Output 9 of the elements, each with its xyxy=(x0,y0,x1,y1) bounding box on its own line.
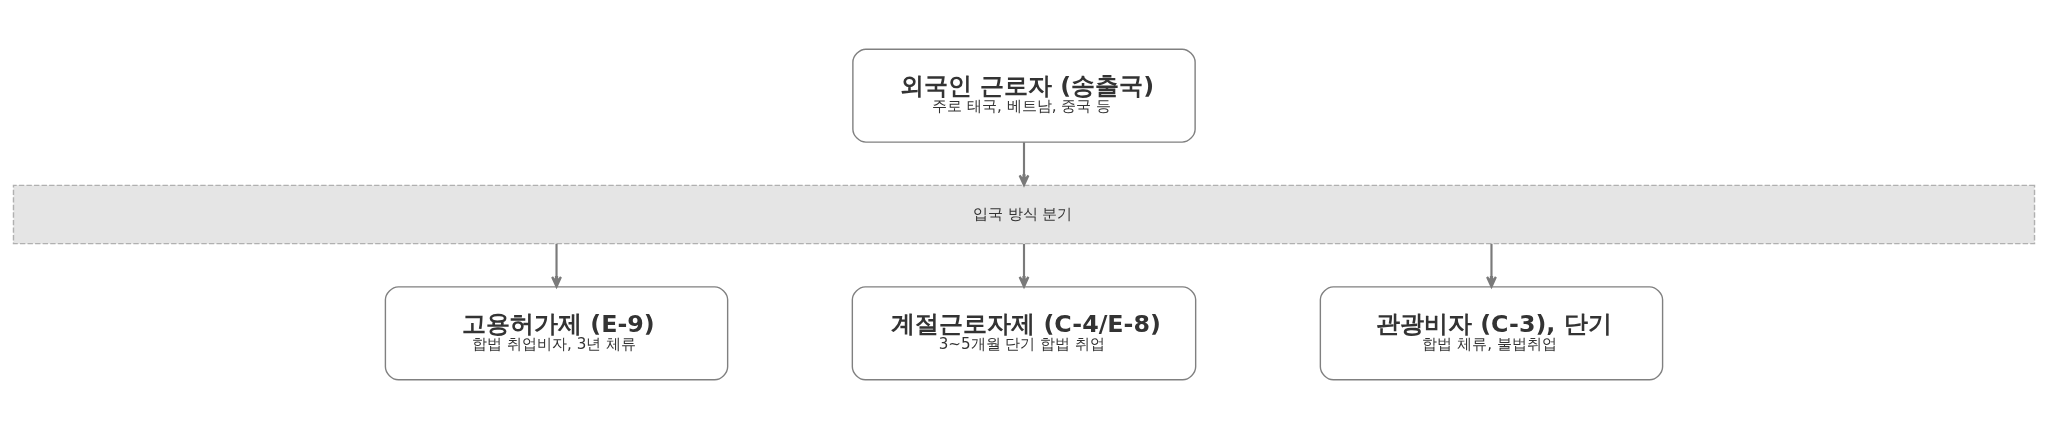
node-box: 계절근로자제 (C-4/E-8) 3~5개월 단기 합법 취업 xyxy=(851,286,1197,381)
node-box: 고용허가제 (E-9) 합법 취업비자, 3년 체류 xyxy=(384,286,729,381)
node-box: 입국 방식 분기 xyxy=(12,184,2036,245)
arrow xyxy=(1486,243,1497,288)
arrow xyxy=(551,243,562,288)
arrow xyxy=(1018,142,1030,187)
arrow xyxy=(1018,243,1030,288)
node-box: 외국인 근로자 (송출국) 주로 태국, 베트남, 중국 등 xyxy=(852,48,1196,143)
node-box: 관광비자 (C-3), 단기 합법 체류, 불법취업 xyxy=(1319,286,1664,381)
